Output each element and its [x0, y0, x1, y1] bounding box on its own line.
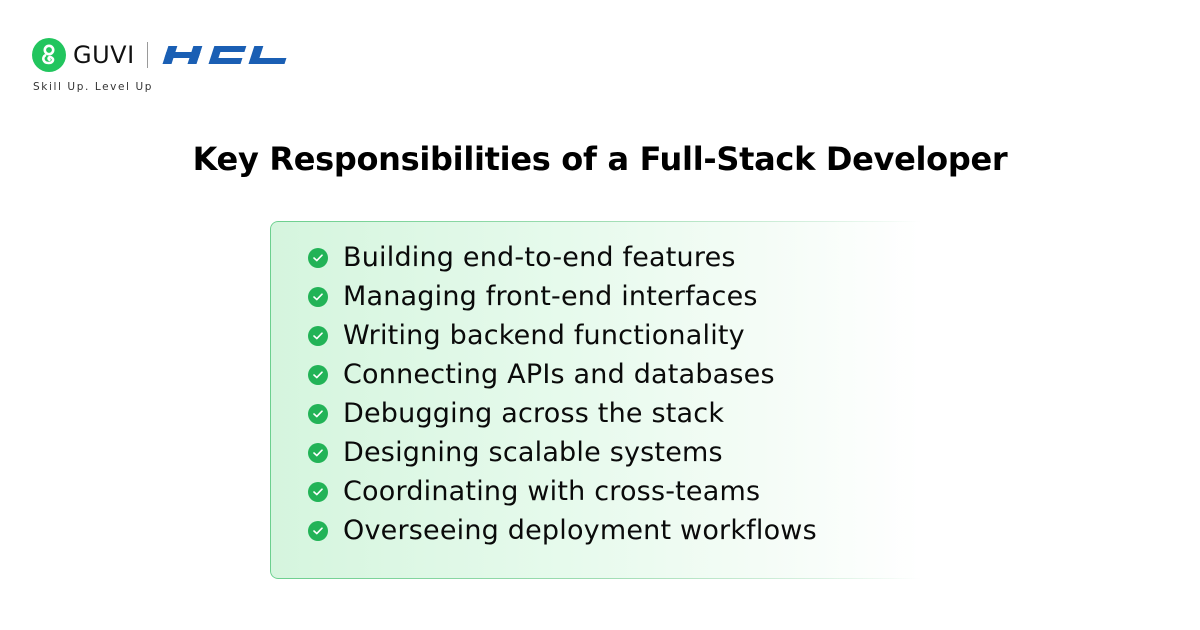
list-item: Debugging across the stack: [308, 394, 817, 433]
responsibilities-list: Building end-to-end features Managing fr…: [308, 238, 817, 550]
list-item-label: Coordinating with cross-teams: [343, 476, 761, 507]
list-item-label: Building end-to-end features: [343, 242, 736, 273]
check-circle-icon: [308, 247, 328, 268]
check-circle-icon: [308, 364, 328, 385]
list-item-label: Managing front-end interfaces: [343, 281, 758, 312]
check-circle-icon: [308, 442, 328, 463]
page-title: Key Responsibilities of a Full-Stack Dev…: [192, 140, 1008, 178]
list-item: Writing backend functionality: [308, 316, 817, 355]
responsibilities-card: Building end-to-end features Managing fr…: [270, 221, 920, 579]
list-item: Connecting APIs and databases: [308, 355, 817, 394]
check-circle-icon: [308, 481, 328, 502]
brand-logos: GUVI: [32, 38, 294, 72]
brand-header: GUVI Skill Up. Level Up: [32, 38, 294, 93]
list-item: Designing scalable systems: [308, 433, 817, 472]
check-circle-icon: [308, 325, 328, 346]
list-item: Coordinating with cross-teams: [308, 472, 817, 511]
check-circle-icon: [308, 403, 328, 424]
list-item: Managing front-end interfaces: [308, 277, 817, 316]
check-circle-icon: [308, 520, 328, 541]
check-circle-icon: [308, 286, 328, 307]
list-item: Overseeing deployment workflows: [308, 511, 817, 550]
list-item-label: Overseeing deployment workflows: [343, 515, 817, 546]
guvi-wordmark: GUVI: [73, 41, 135, 69]
list-item-label: Connecting APIs and databases: [343, 359, 775, 390]
list-item-label: Writing backend functionality: [343, 320, 745, 351]
list-item-label: Debugging across the stack: [343, 398, 725, 429]
list-item-label: Designing scalable systems: [343, 437, 723, 468]
guvi-logo-icon: [32, 38, 66, 72]
list-item: Building end-to-end features: [308, 238, 817, 277]
hcl-logo-icon: [162, 46, 287, 64]
brand-tagline: Skill Up. Level Up: [33, 81, 154, 93]
brand-divider: [146, 42, 148, 68]
